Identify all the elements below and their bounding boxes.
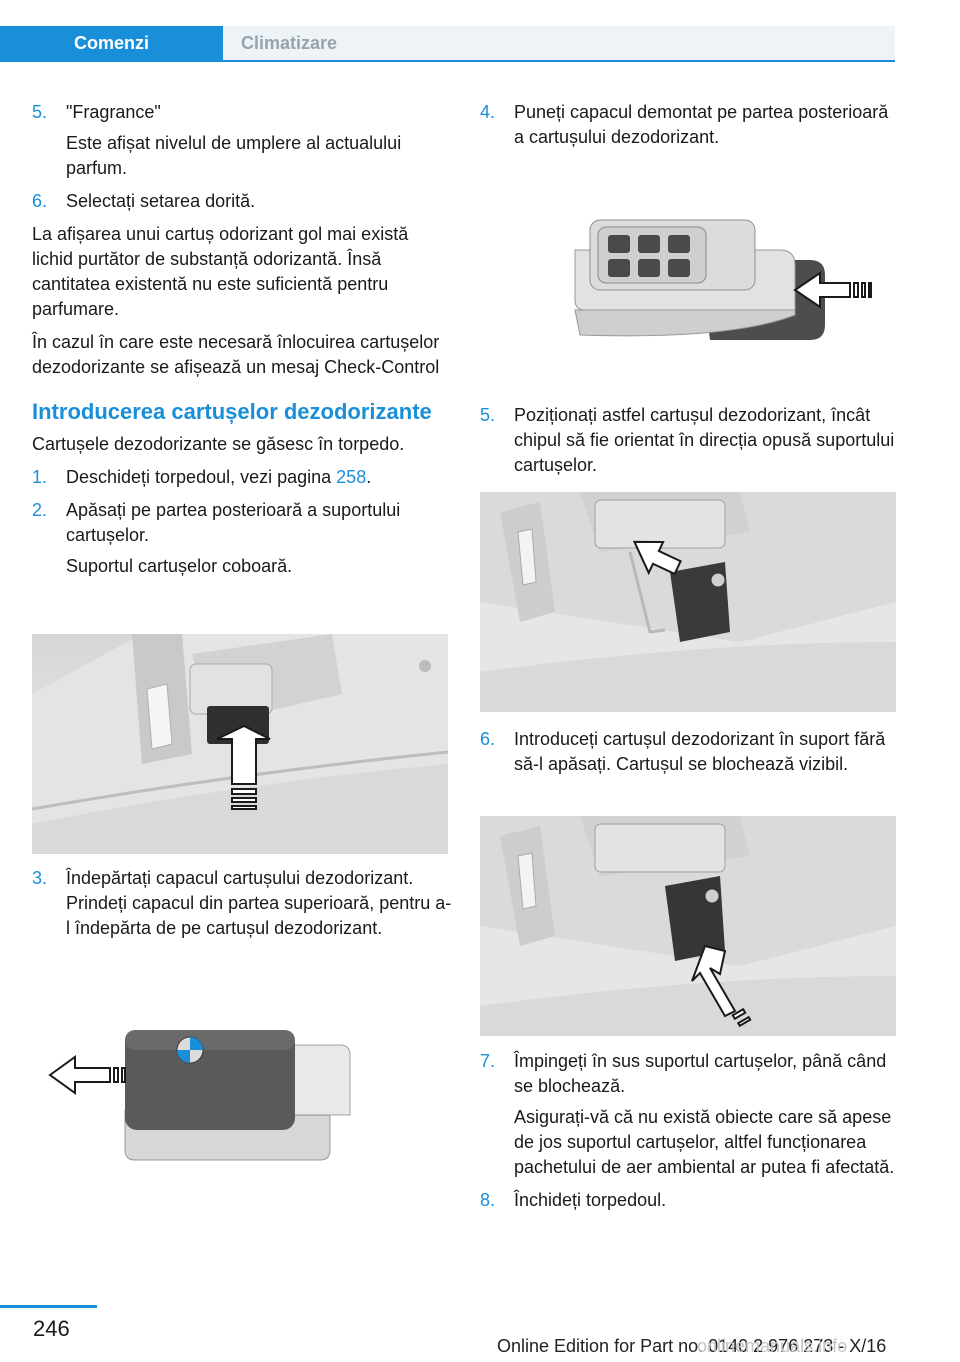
right-column-step7-8: 7. Împingeți în sus suportul cartușelor,… — [480, 1049, 896, 1221]
step-item: 5. Poziționați astfel cartușul dezodoriz… — [480, 403, 896, 478]
step-subtext: Asigurați-vă că nu există obiecte care s… — [514, 1107, 895, 1177]
page-link[interactable]: 258 — [336, 467, 367, 487]
page-number: 246 — [33, 1316, 70, 1341]
step-text: Puneți capacul demontat pe partea poster… — [514, 102, 889, 147]
step-text: Apăsați pe partea posterioară a suportul… — [66, 500, 401, 545]
step-number: 8. — [480, 1190, 496, 1210]
right-column-step5: 5. Poziționați astfel cartușul dezodoriz… — [480, 403, 896, 486]
step-item: 7. Împingeți în sus suportul cartușelor,… — [480, 1049, 896, 1180]
step-text: Selectați setarea dorită. — [66, 191, 256, 211]
step-item: 1. Deschideți torpedoul, vezi pagina 258… — [32, 465, 452, 490]
step-number: 6. — [480, 729, 496, 749]
step-item: 8. Închideți torpedoul. — [480, 1188, 896, 1213]
watermark: onlinemanuals.info — [697, 1336, 848, 1356]
step-item: 2. Apăsați pe partea posterioară a supor… — [32, 498, 452, 579]
left-column: 5. "Fragrance" Este afișat nivelul de um… — [32, 100, 452, 587]
step-text: Îndepărtați capacul cartușului dezodoriz… — [66, 868, 452, 938]
step-number: 7. — [480, 1051, 496, 1071]
step-text: Deschideți torpedoul, vezi pagina 258. — [66, 465, 452, 490]
figure-position-cartridge — [480, 492, 896, 712]
step-number: 3. — [32, 868, 48, 888]
section-intro: Cartușele dezodorizante se găsesc în tor… — [32, 434, 405, 454]
step-item: 5. "Fragrance" Este afișat nivelul de um… — [32, 100, 452, 181]
step-subtext: Suportul cartușelor coboară. — [66, 556, 293, 576]
edition-text: Online Edition for Part no. 0140 2 976 2… — [497, 1336, 887, 1356]
figure-insert-cartridge — [480, 816, 896, 1036]
step-text-end: . — [366, 467, 372, 487]
step-number: 5. — [480, 405, 496, 425]
figure-cartridge-cap — [40, 1015, 380, 1165]
right-column-step6: 6. Introduceți cartușul dezodorizant în … — [480, 727, 896, 785]
header-divider — [0, 60, 895, 62]
step-text: Este afișat nivelul de umplere al actual… — [66, 133, 402, 178]
step-number: 5. — [32, 102, 48, 122]
step-number: 4. — [480, 102, 496, 122]
right-column: 4. Puneți capacul demontat pe partea pos… — [480, 100, 896, 158]
step-title: "Fragrance" — [66, 102, 161, 122]
left-column-lower: 3. Îndepărtați capacul cartușului dezodo… — [32, 866, 452, 949]
step-text: Poziționați astfel cartușul dezodorizant… — [514, 405, 895, 475]
step-item: 6. Introduceți cartușul dezodorizant în … — [480, 727, 896, 777]
figure-cap-on-rear — [570, 215, 880, 355]
tab-comenzi[interactable]: Comenzi — [0, 26, 223, 60]
step-text-part: Deschideți torpedoul, vezi pagina — [66, 467, 337, 487]
step-item: 3. Îndepărtați capacul cartușului dezodo… — [32, 866, 452, 941]
step-text: Introduceți cartușul dezodorizant în sup… — [514, 729, 886, 774]
header-tabs: Comenzi Climatizare — [0, 26, 895, 62]
step-item: 4. Puneți capacul demontat pe partea pos… — [480, 100, 896, 150]
section-title: Introducerea cartușelor dezodorizante — [32, 399, 432, 424]
step-number: 1. — [32, 467, 48, 487]
step-item: 6. Selectați setarea dorită. — [32, 189, 452, 214]
step-number: 6. — [32, 191, 48, 211]
paragraph: În cazul în care este necesară înlocuire… — [32, 332, 440, 377]
step-number: 2. — [32, 500, 48, 520]
paragraph: La afișarea unui cartuș odorizant gol ma… — [32, 224, 409, 319]
step-text: Închideți torpedoul. — [514, 1190, 667, 1210]
step-text: Împingeți în sus suportul cartușelor, pâ… — [514, 1051, 887, 1096]
figure-glovebox-holder — [32, 634, 448, 854]
footer-divider — [0, 1305, 97, 1308]
tab-climatizare[interactable]: Climatizare — [223, 26, 895, 60]
